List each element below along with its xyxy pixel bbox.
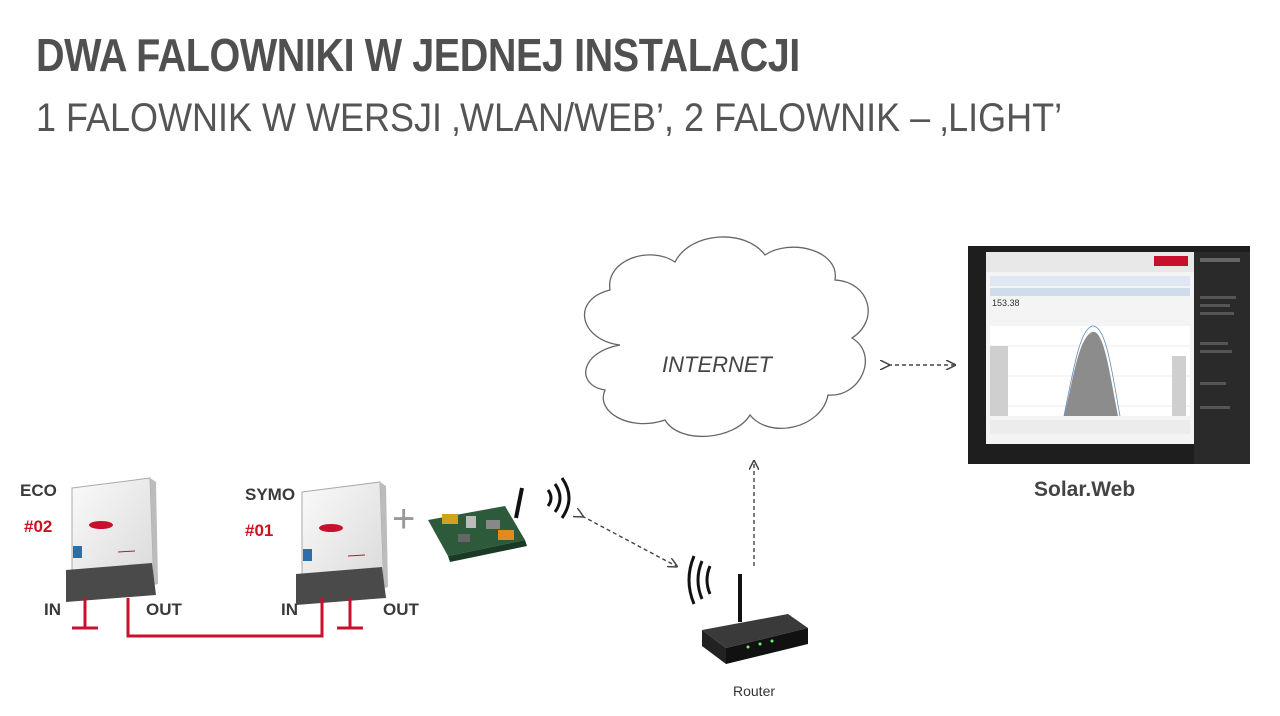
solarweb-screen-content: 153.38 xyxy=(986,252,1250,464)
router-wifi-signal-icon xyxy=(687,555,712,605)
inverter-symo-image xyxy=(296,481,388,605)
inverter-eco-model: ECO xyxy=(20,481,57,500)
wifi-signal-icon xyxy=(546,477,571,519)
router-image xyxy=(702,574,808,664)
page-title: DWA FALOWNIKI W JEDNEJ INSTALACJI xyxy=(36,29,800,81)
datamanager-board-image xyxy=(428,487,527,562)
inverter-eco-in-label: IN xyxy=(44,600,61,619)
solarweb-screen-value: 153.38 xyxy=(992,298,1020,308)
internet-label: INTERNET xyxy=(662,352,772,377)
inverter-symo-number: #01 xyxy=(245,521,274,540)
solarweb-screenshot: 153.38 xyxy=(968,246,1250,464)
inverter-eco-image xyxy=(66,477,158,602)
inverter-eco-out-label: OUT xyxy=(146,600,182,619)
plus-sign: + xyxy=(392,497,415,541)
inverter-eco-number: #02 xyxy=(24,517,53,536)
router-label: Router xyxy=(733,683,776,699)
connection-arrows xyxy=(582,365,954,566)
page-subtitle: 1 FALOWNIK W WERSJI ‚WLAN/WEB’, 2 FALOWN… xyxy=(36,96,1063,140)
data-cable xyxy=(72,598,363,638)
inverter-symo-in-label: IN xyxy=(281,600,298,619)
internet-cloud xyxy=(583,236,869,438)
solarweb-label: Solar.Web xyxy=(1034,478,1136,501)
inverter-symo-out-label: OUT xyxy=(383,600,419,619)
inverter-symo-model: SYMO xyxy=(245,485,296,504)
